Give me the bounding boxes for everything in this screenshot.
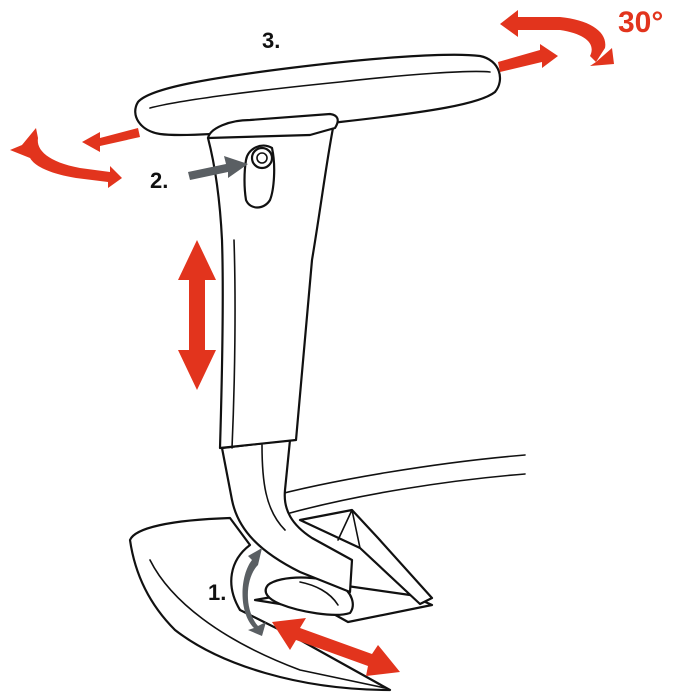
step2-pointer-arrow bbox=[188, 156, 248, 180]
pad-rotate-left-arrow bbox=[10, 128, 140, 188]
step2-label: 2. bbox=[150, 168, 168, 193]
armrest-pad bbox=[134, 53, 502, 140]
depth-adjust-arrow bbox=[272, 618, 400, 676]
step1-lever-arrow bbox=[242, 548, 266, 636]
height-adjust-arrow bbox=[178, 240, 216, 390]
pad-rotate-right-arrow bbox=[498, 10, 614, 72]
armrest-post-lower bbox=[220, 438, 354, 594]
step1-label: 1. bbox=[208, 580, 226, 605]
rotation-angle-label: 30° bbox=[618, 6, 663, 39]
step3-label: 3. bbox=[262, 28, 280, 53]
armrest-base bbox=[128, 508, 434, 692]
height-lock-button bbox=[243, 144, 276, 209]
armrest-post-upper bbox=[206, 116, 337, 450]
seat-edge bbox=[264, 454, 526, 514]
